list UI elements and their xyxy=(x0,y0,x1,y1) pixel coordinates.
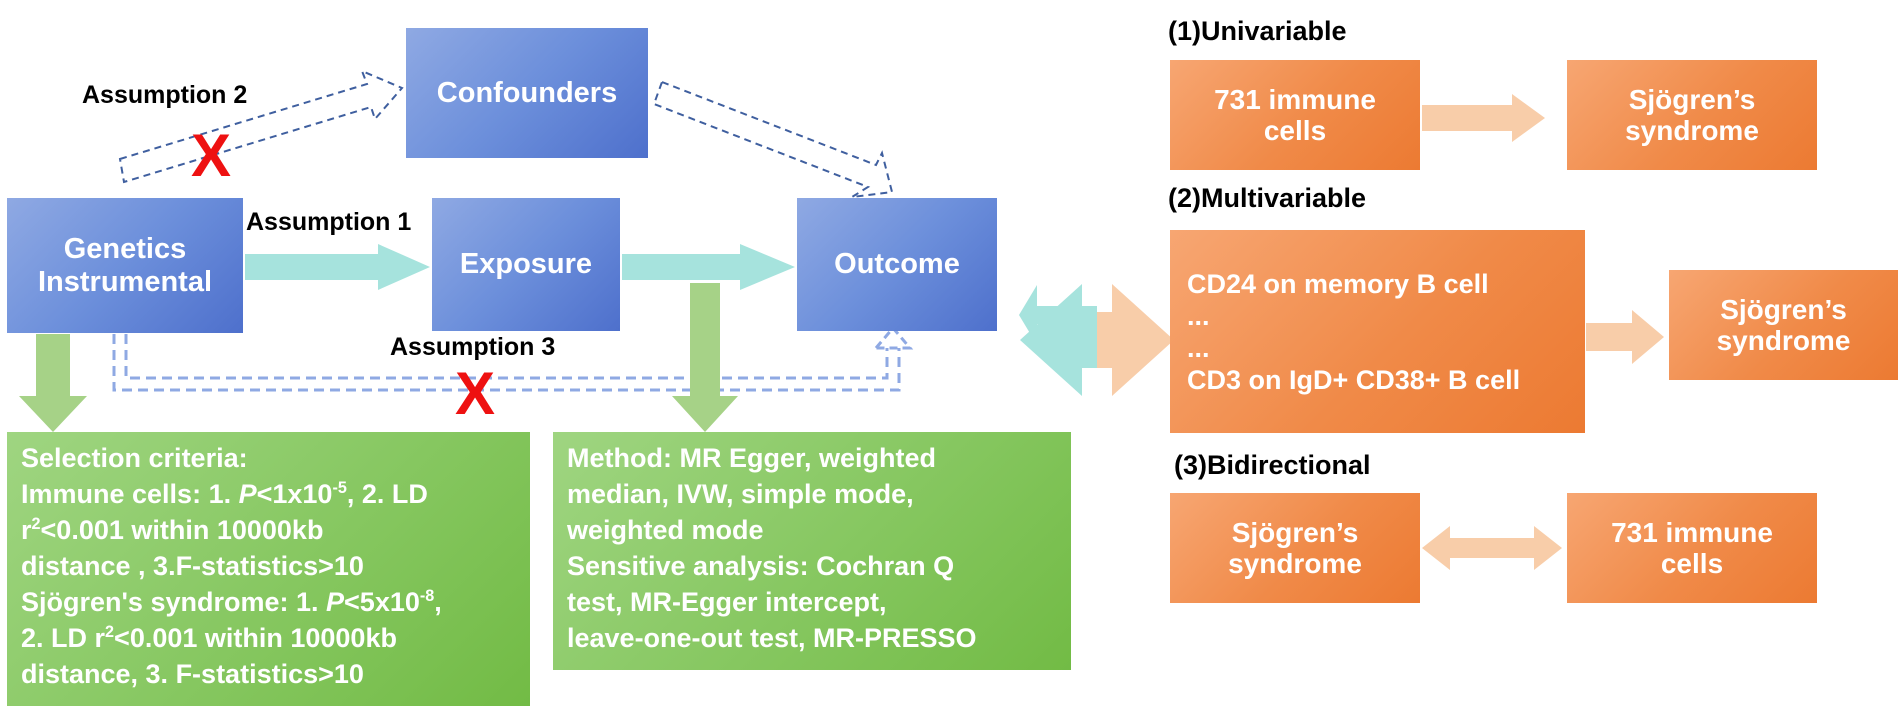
univariable-arrow xyxy=(1422,94,1545,142)
multivariable-sjogren-box: Sjögren’s syndrome xyxy=(1669,270,1898,380)
genetics-instrumental-label: Genetics Instrumental xyxy=(37,232,213,298)
univariable-heading: (1)Univariable xyxy=(1168,16,1347,46)
arrow-exposure-outcome xyxy=(622,244,795,290)
big-double-arrow-right xyxy=(1097,284,1174,396)
exposure-node: Exposure xyxy=(432,198,620,331)
multivariable-ellipsis-2: ... xyxy=(1187,332,1210,363)
sensitive-line-3: leave-one-out test, MR-PRESSO xyxy=(567,623,977,653)
multivariable-ellipsis-1: ... xyxy=(1187,300,1210,331)
sjogren-ld-criteria: 2. LD r2<0.001 within 10000kb xyxy=(21,623,397,653)
assumption3-arrowhead xyxy=(872,325,914,350)
sjogren-criteria: Sjögren's syndrome: 1. P<5x10-8, xyxy=(21,587,442,617)
multivariable-item-last: CD3 on IgD+ CD38+ B cell xyxy=(1187,364,1521,395)
multivariable-item-first: CD24 on memory B cell xyxy=(1187,268,1489,299)
immune-ld-criteria: r2<0.001 within 10000kb xyxy=(21,515,324,545)
multivariable-exposures-box: CD24 on memory B cell ... ... CD3 on IgD… xyxy=(1170,230,1585,433)
genetics-instrumental-node: Genetics Instrumental xyxy=(7,198,243,333)
down-arrow-exposure-method xyxy=(672,283,738,432)
outcome-node: Outcome xyxy=(797,198,997,331)
assumption-1-label: Assumption 1 xyxy=(246,208,412,236)
univariable-immune-cells-box: 731 immune cells xyxy=(1170,60,1420,170)
assumption3-dashed-path-inner xyxy=(124,334,889,380)
bidirectional-heading: (3)Bidirectional xyxy=(1174,450,1371,480)
method-box: Method: MR Egger, weighted median, IVW, … xyxy=(553,432,1071,670)
method-line-3: weighted mode xyxy=(567,515,764,545)
sjogren-f-stat-criteria: distance, 3. F-statistics>10 xyxy=(21,659,364,689)
confounders-label: Confounders xyxy=(436,76,618,109)
assumption-2-label: Assumption 2 xyxy=(82,81,248,109)
univariable-sjogren-box: Sjögren’s syndrome xyxy=(1567,60,1817,170)
sensitive-line-2: test, MR-Egger intercept, xyxy=(567,587,887,617)
big-double-arrow xyxy=(1020,284,1097,396)
dashed-arrow-confounders-outcome xyxy=(652,80,894,198)
bidirectional-immune-cells-box: 731 immune cells xyxy=(1567,493,1817,603)
assumption1-arrow-genetics-exposure xyxy=(245,244,430,290)
assumption-3-label: Assumption 3 xyxy=(390,333,556,361)
bidirectional-arrow xyxy=(1422,526,1562,570)
immune-f-stat-criteria: distance , 3.F-statistics>10 xyxy=(21,551,364,581)
assumption2-dashed-arrow-genetics-confounders xyxy=(118,69,404,184)
multivariable-heading: (2)Multivariable xyxy=(1168,183,1367,213)
sensitive-line-1: Sensitive analysis: Cochran Q xyxy=(567,551,955,581)
selection-criteria-title: Selection criteria: xyxy=(21,443,248,473)
bidirectional-sjogren-box: Sjögren’s syndrome xyxy=(1170,493,1420,603)
method-line-1: Method: MR Egger, weighted xyxy=(567,443,936,473)
violation-x-mark-assumption3: X xyxy=(455,360,496,427)
selection-criteria-box: Selection criteria: Immune cells: 1. P<1… xyxy=(7,432,530,706)
assumption3-dashed-path xyxy=(112,334,901,392)
violation-x-mark-assumption2: X xyxy=(191,122,232,189)
outcome-label: Outcome xyxy=(834,248,960,280)
down-arrow-genetics-selection xyxy=(19,334,87,432)
multivariable-arrow xyxy=(1586,310,1664,364)
exposure-label: Exposure xyxy=(459,248,593,280)
method-line-2: median, IVW, simple mode, xyxy=(567,479,914,509)
confounders-node: Confounders xyxy=(406,28,648,158)
immune-cells-criteria: Immune cells: 1. P<1x10-5, 2. LD xyxy=(21,479,428,509)
